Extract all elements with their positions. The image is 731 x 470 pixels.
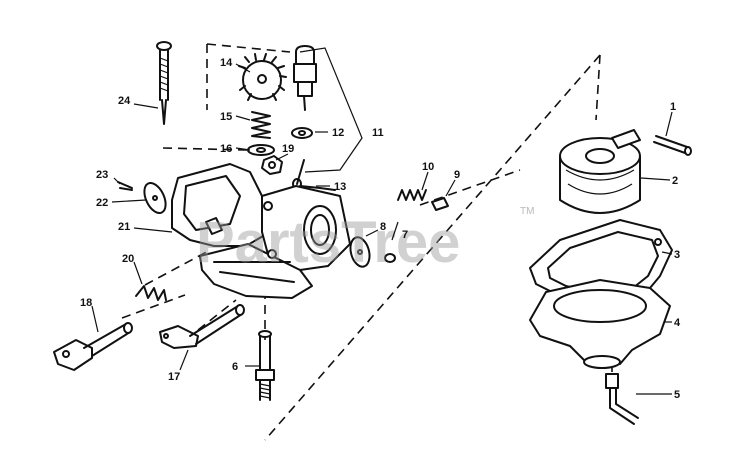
part-20-spring bbox=[135, 285, 167, 301]
callout-4: 4 bbox=[674, 317, 681, 329]
callout-5: 5 bbox=[674, 389, 680, 401]
part-24-screw bbox=[156, 41, 172, 125]
part-9-plug bbox=[431, 197, 449, 211]
part-18-choke-shaft bbox=[53, 322, 133, 371]
callout-13: 13 bbox=[334, 181, 346, 193]
leader-lines bbox=[91, 63, 673, 395]
partstree-watermark: PartsTree TM bbox=[196, 206, 534, 275]
fuel-inlet-fitting bbox=[293, 45, 317, 111]
part-4-float-bowl bbox=[529, 279, 671, 369]
callout-21: 21 bbox=[118, 221, 130, 233]
part-10-spring bbox=[397, 189, 427, 201]
watermark-text: PartsTree bbox=[196, 210, 460, 275]
callout-9: 9 bbox=[454, 169, 460, 181]
part-22-gasket bbox=[143, 182, 167, 214]
callout-14: 14 bbox=[220, 57, 233, 69]
callout-1: 1 bbox=[670, 101, 676, 113]
part-8-gasket bbox=[349, 236, 371, 268]
part-23-pin bbox=[117, 181, 133, 191]
callout-23: 23 bbox=[96, 169, 108, 181]
callout-24: 24 bbox=[118, 95, 131, 107]
part-5-drain-screw bbox=[605, 373, 639, 425]
part-2-float bbox=[559, 129, 641, 214]
callout-19: 19 bbox=[282, 143, 294, 155]
part-11-bracket bbox=[299, 47, 363, 173]
part-17-throttle-shaft bbox=[159, 304, 245, 349]
part-7-plug bbox=[384, 253, 396, 263]
part-14-float-gear bbox=[238, 53, 287, 101]
part-19-nut bbox=[261, 155, 283, 175]
callout-8: 8 bbox=[380, 221, 386, 233]
part-13-needle-valve bbox=[292, 159, 336, 191]
part-1-float-pin bbox=[653, 135, 692, 156]
part-15-spring bbox=[251, 111, 271, 139]
callout-20: 20 bbox=[122, 253, 134, 265]
callout-3: 3 bbox=[674, 249, 680, 261]
callout-16: 16 bbox=[220, 143, 232, 155]
part-12-washer bbox=[291, 127, 313, 139]
watermark-trademark: TM bbox=[520, 206, 534, 217]
part-3-bowl-gasket bbox=[529, 219, 673, 305]
part-6-main-jet bbox=[255, 330, 275, 401]
callout-22: 22 bbox=[96, 197, 108, 209]
callout-2: 2 bbox=[672, 175, 678, 187]
callout-6: 6 bbox=[232, 361, 238, 373]
callout-labels: 1 2 3 4 5 6 7 8 9 10 11 12 13 14 15 16 1… bbox=[80, 57, 681, 401]
part-21-carburetor-body bbox=[171, 163, 351, 299]
callout-10: 10 bbox=[422, 161, 434, 173]
callout-11: 11 bbox=[372, 127, 384, 139]
callout-17: 17 bbox=[168, 371, 180, 383]
callout-15: 15 bbox=[220, 111, 232, 123]
callout-12: 12 bbox=[332, 127, 344, 139]
callout-18: 18 bbox=[80, 297, 92, 309]
callout-7: 7 bbox=[402, 229, 408, 241]
part-16-washer bbox=[247, 144, 275, 156]
